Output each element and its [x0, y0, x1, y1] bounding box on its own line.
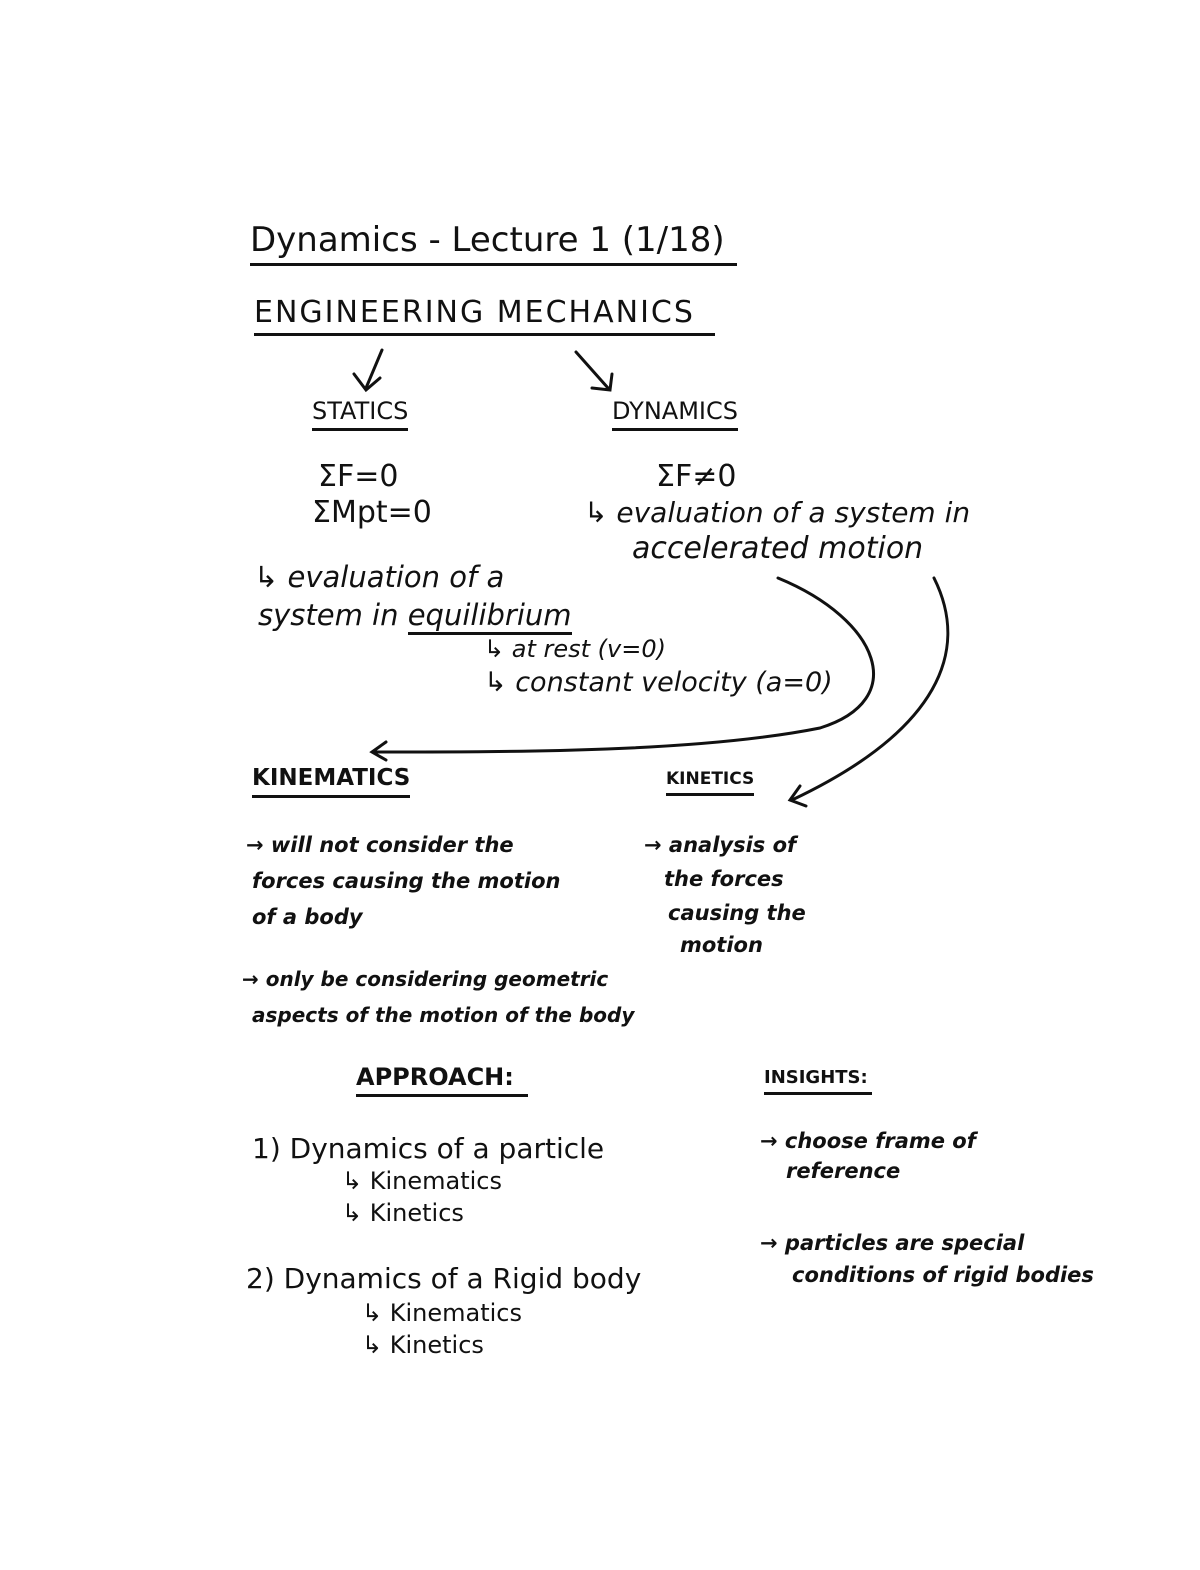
approach-item2: 2) Dynamics of a Rigid body	[246, 1262, 642, 1295]
arrow-to-statics	[352, 348, 384, 393]
insights-bullet1-line1: → choose frame of	[760, 1129, 976, 1153]
approach-item1-kinetics: ↳ Kinetics	[342, 1199, 464, 1227]
dynamics-description-line2: accelerated motion	[632, 531, 924, 566]
insights-bullet1-line2: reference	[786, 1159, 901, 1183]
statics-condition-rest: ↳ at rest (v=0)	[484, 635, 666, 663]
page-title: Dynamics - Lecture 1 (1/18)	[250, 221, 737, 267]
kinetics-bullet-line1: → analysis of	[644, 833, 797, 857]
kinematics-bullet2-line2: aspects of the motion of the body	[252, 1003, 635, 1027]
arrow-to-dynamics	[574, 350, 614, 392]
insights-label: INSIGHTS:	[764, 1068, 872, 1095]
statics-description-prefix: system in	[258, 598, 408, 632]
equilibrium-word: equilibrium	[407, 598, 572, 635]
statics-label: STATICS	[312, 398, 409, 432]
dynamics-description-line1: ↳ evaluation of a system in	[584, 496, 971, 529]
approach-item2-kinetics: ↳ Kinetics	[362, 1331, 484, 1359]
approach-item2-kinematics: ↳ Kinematics	[362, 1299, 522, 1327]
section-heading: ENGINEERING MECHANICS	[254, 296, 715, 336]
approach-item1-kinematics: ↳ Kinematics	[342, 1167, 502, 1195]
arrow-to-kinetics	[787, 576, 950, 808]
kinematics-bullet2-line1: → only be considering geometric	[242, 967, 609, 991]
kinetics-bullet-line3: causing the	[668, 901, 806, 925]
kinematics-bullet1-line1: → will not consider the	[246, 833, 514, 857]
kinetics-bullet-line4: motion	[680, 933, 763, 957]
approach-item1: 1) Dynamics of a particle	[252, 1132, 605, 1165]
kinematics-bullet1-line2: forces causing the motion	[252, 869, 561, 893]
statics-description-line1: ↳ evaluation of a	[254, 560, 505, 594]
statics-force-equation: ΣF=0	[318, 459, 399, 494]
kinematics-bullet1-line3: of a body	[252, 905, 363, 929]
arrow-to-kinematics	[369, 576, 875, 762]
kinetics-label: KINETICS	[666, 770, 755, 796]
kinetics-bullet-line2: the forces	[664, 867, 784, 891]
dynamics-force-equation: ΣF≠0	[656, 459, 737, 494]
statics-description-line2: system in equilibrium	[258, 598, 572, 635]
insights-bullet2-line2: conditions of rigid bodies	[792, 1263, 1094, 1287]
approach-label: APPROACH:	[356, 1064, 528, 1098]
kinematics-label: KINEMATICS	[252, 765, 411, 799]
dynamics-label: DYNAMICS	[612, 398, 738, 432]
statics-moment-equation: ΣMpt=0	[312, 495, 432, 530]
statics-condition-velocity: ↳ constant velocity (a=0)	[484, 667, 833, 698]
insights-bullet2-line1: → particles are special	[760, 1231, 1025, 1255]
